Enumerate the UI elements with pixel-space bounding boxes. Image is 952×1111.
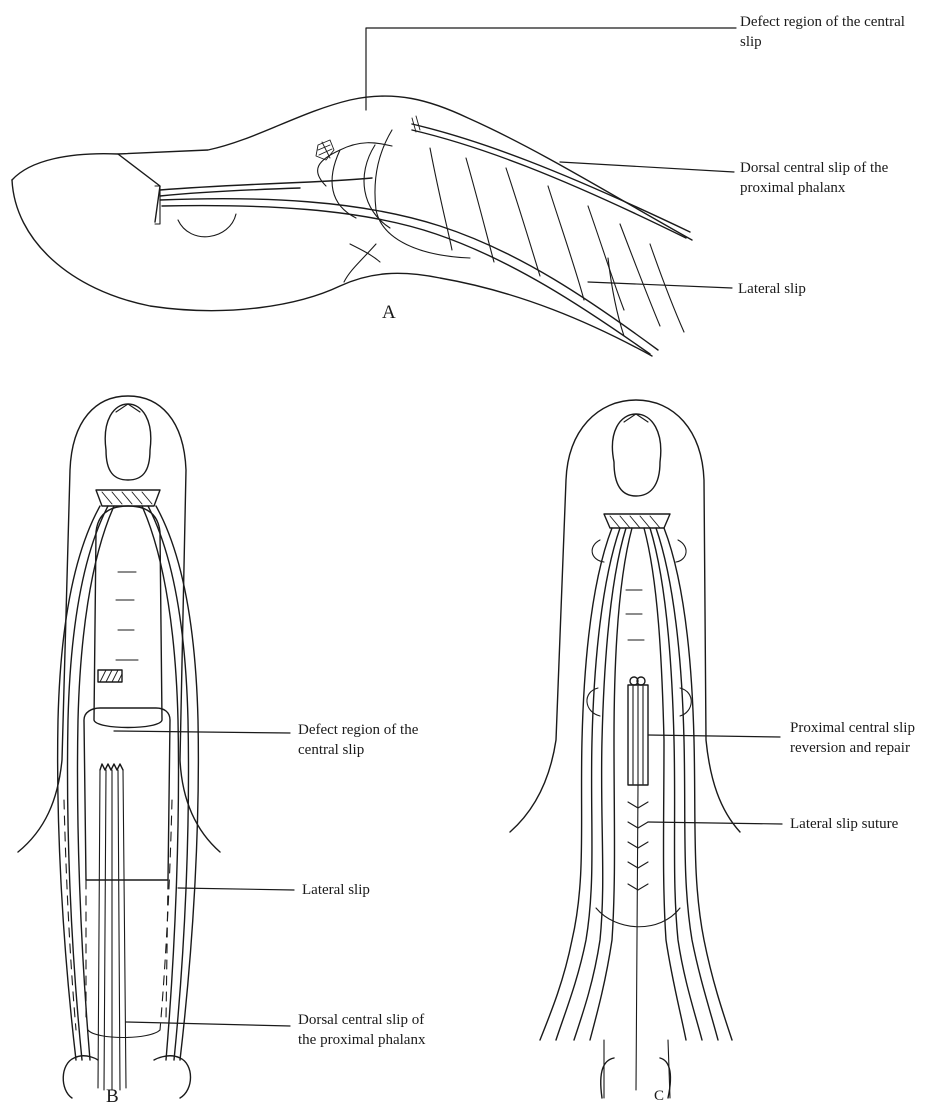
label-a-dorsal-central-slip-line1: Dorsal central slip of the [740, 158, 888, 178]
label-b-defect-region: Defect region of the central slip [298, 720, 418, 760]
panel-b-lateral-slip-right [156, 506, 198, 1060]
panel-c-finger-outline [510, 400, 740, 832]
label-a-dorsal-central-slip-line2: proximal phalanx [740, 178, 888, 198]
label-b-lateral-slip-line1: Lateral slip [302, 880, 370, 900]
panel-b-nail [105, 404, 151, 480]
label-c-reversion-repair: Proximal central slip reversion and repa… [790, 718, 915, 758]
panel-b-lateral-slip-left [58, 506, 100, 1060]
label-a-dorsal-central-slip: Dorsal central slip of the proximal phal… [740, 158, 888, 198]
panel-c-repair-graft [628, 677, 648, 785]
label-a-defect-region-line1: Defect region of the central [740, 12, 905, 32]
panel-c-drawing [510, 400, 740, 1098]
label-b-dorsal-central-slip: Dorsal central slip of the proximal phal… [298, 1010, 425, 1050]
label-c-reversion-repair-line2: reversion and repair [790, 738, 915, 758]
panel-a-drawing [12, 96, 692, 356]
label-c-lateral-slip-suture-line1: Lateral slip suture [790, 814, 898, 834]
panel-b-finger-outline [18, 396, 220, 852]
label-a-defect-region-line2: slip [740, 32, 905, 52]
panel-a-terminal-tendon [160, 178, 372, 190]
panel-a-fingertip [12, 180, 652, 356]
label-a-defect-region: Defect region of the central slip [740, 12, 905, 52]
panel-a-letter: A [382, 302, 396, 324]
label-b-dorsal-central-slip-line2: the proximal phalanx [298, 1030, 425, 1050]
panel-c-letter: C [654, 1088, 664, 1105]
label-a-lateral-slip-line1: Lateral slip [738, 279, 806, 299]
panel-a-finger-outline [12, 96, 692, 240]
label-c-lateral-slip-suture: Lateral slip suture [790, 814, 898, 834]
label-a-lateral-slip: Lateral slip [738, 279, 806, 299]
leader-lines [114, 28, 782, 1026]
panel-c-suture-line [628, 785, 648, 1090]
leader-b-defect [114, 731, 290, 733]
panel-c-nail [612, 414, 660, 496]
leader-c-reversion [648, 735, 780, 737]
label-b-dorsal-central-slip-line1: Dorsal central slip of [298, 1010, 425, 1030]
leader-a-defect [366, 28, 736, 110]
panel-b-letter: B [106, 1086, 119, 1108]
label-b-defect-region-line1: Defect region of the [298, 720, 418, 740]
label-b-lateral-slip: Lateral slip [302, 880, 370, 900]
panel-a-defect-mark [316, 140, 334, 160]
leader-a-lateral-slip [588, 282, 732, 288]
leader-a-dorsal-slip [560, 162, 734, 172]
panel-b-middle-phalanx [94, 506, 162, 728]
panel-b-drawing [18, 396, 220, 1098]
label-c-reversion-repair-line1: Proximal central slip [790, 718, 915, 738]
leader-c-suture [648, 822, 782, 824]
label-b-defect-region-line2: central slip [298, 740, 418, 760]
leader-b-dorsal-slip [126, 1022, 290, 1026]
panel-a-nail [118, 154, 160, 222]
